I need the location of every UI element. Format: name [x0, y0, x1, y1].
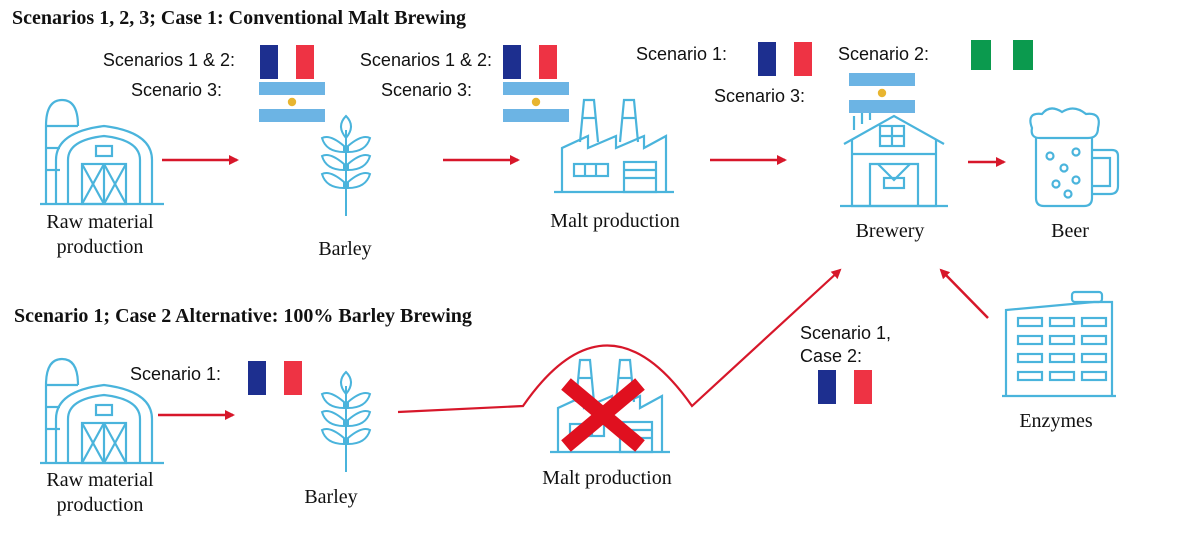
flag-france-icon: [758, 42, 812, 76]
raw-material-label-line-2: production: [56, 494, 144, 516]
flag-argentina-icon: [259, 82, 325, 122]
beer-mug-icon: [1029, 107, 1120, 208]
cross-out-mark: [561, 378, 645, 452]
brewery-scenario-label: Scenario 2:: [838, 44, 930, 64]
malt-production-label: Malt production: [542, 467, 672, 489]
barley-scenario-label: Scenarios 1 & 2:: [102, 50, 235, 70]
heading-case-2: Scenario 1; Case 2 Alternative: 100% Bar…: [14, 305, 472, 327]
brewery-scenario-line-1: Scenario 1,: [800, 323, 892, 343]
brewery-scenario-line-2: Case 2:: [800, 346, 863, 366]
barley-icon: [321, 371, 371, 473]
flag-italy-icon: [971, 40, 1033, 70]
raw-material-label: Raw material production: [10, 468, 190, 518]
brewery-scenario-label: Scenario 1, Case 2:: [800, 322, 891, 368]
brewery-scenario-label: Scenario 1:: [636, 44, 728, 64]
barley-scenario-label: Scenario 3:: [130, 80, 222, 100]
malt-scenario-label: Scenario 3:: [380, 80, 472, 100]
brewery-icon: [838, 108, 950, 208]
enzymes-label: Enzymes: [1019, 410, 1093, 432]
flag-argentina-icon: [503, 82, 569, 122]
raw-material-label-line-2: production: [56, 236, 144, 258]
malt-scenario-label: Scenarios 1 & 2:: [359, 50, 492, 70]
raw-material-label-line-1: Raw material: [46, 211, 154, 233]
heading-case-1: Scenarios 1, 2, 3; Case 1: Conventional …: [12, 7, 467, 29]
malt-production-label: Malt production: [550, 210, 680, 232]
raw-material-label: Raw material production: [10, 210, 190, 260]
arrow-barley-bypass-to-brewery: [397, 268, 842, 414]
barley-label: Barley: [304, 486, 358, 508]
beer-label: Beer: [1051, 220, 1089, 242]
arrow-enzymes-to-brewery: [939, 268, 989, 319]
raw-material-label-line-1: Raw material: [46, 469, 154, 491]
flag-france-icon: [818, 370, 872, 404]
enzyme-plant-icon: [1000, 290, 1118, 398]
brewery-scenario-label: Scenario 3:: [714, 86, 806, 106]
flag-argentina-icon: [849, 73, 915, 113]
factory-icon: [552, 98, 676, 194]
flag-france-icon: [248, 361, 302, 395]
flag-france-icon: [503, 45, 557, 79]
farm-barn-icon: [38, 98, 166, 206]
brewery-label: Brewery: [855, 220, 925, 242]
barley-scenario-label: Scenario 1:: [130, 364, 222, 384]
flag-france-icon: [260, 45, 314, 79]
barley-label: Barley: [318, 238, 372, 260]
barley-icon: [321, 115, 371, 217]
